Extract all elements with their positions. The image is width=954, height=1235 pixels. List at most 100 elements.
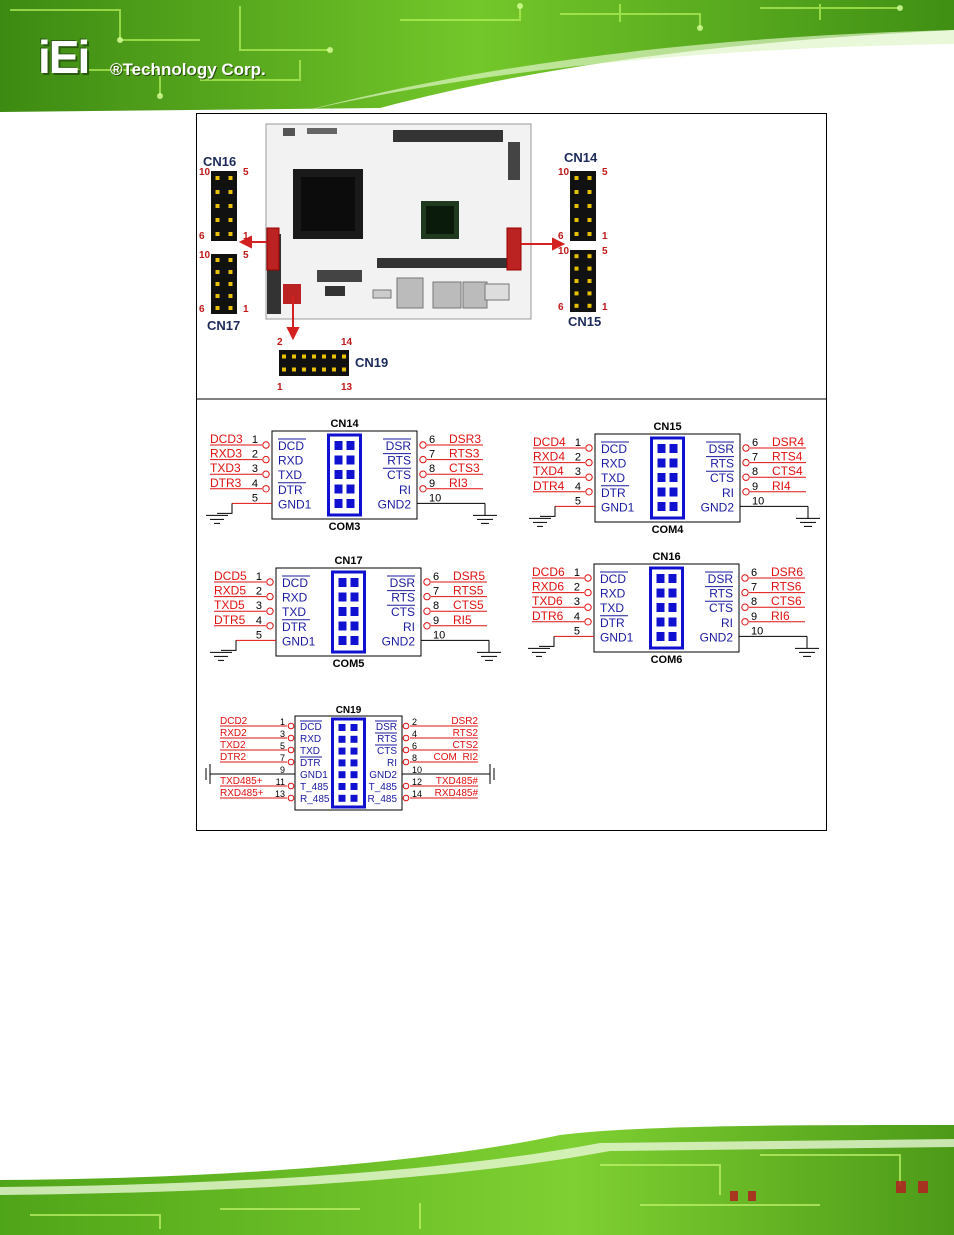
header-pin — [282, 367, 286, 372]
signal-name: TXD485# — [436, 776, 479, 787]
pin-label: DCD — [600, 572, 626, 586]
header-pin — [215, 258, 220, 262]
header-pin — [334, 484, 343, 494]
header-pin — [302, 354, 306, 359]
header-pin — [669, 458, 678, 468]
pin-number: 6 — [752, 437, 758, 449]
header-pin — [587, 232, 592, 236]
header-pin — [350, 636, 359, 645]
pin-number: 14 — [341, 337, 353, 348]
header-pin — [215, 218, 220, 222]
pin-label: GND2 — [701, 500, 735, 514]
pin-number: 3 — [252, 463, 258, 475]
pin-number: 9 — [280, 765, 285, 775]
pin-number: 4 — [575, 481, 581, 493]
signal-name: DSR2 — [451, 716, 478, 727]
pin-circle — [287, 746, 295, 754]
header-pin — [302, 367, 306, 372]
schematic-connector-name: CN17 — [334, 555, 362, 567]
header-pin — [334, 470, 343, 479]
signal-name: RI6 — [771, 609, 790, 623]
pin-number: 14 — [412, 789, 422, 799]
pin-number: 6 — [558, 302, 564, 313]
pin-label: DSR — [386, 439, 412, 453]
header-pin — [656, 617, 665, 627]
pin-number: 3 — [280, 729, 285, 739]
header-pin — [346, 484, 355, 494]
signal-name: RXD4 — [533, 450, 565, 464]
pin-circle — [402, 794, 410, 802]
header-pin — [668, 574, 677, 583]
pin-number: 5 — [602, 246, 608, 257]
header-pin — [338, 724, 346, 731]
header-pin — [282, 354, 286, 359]
pin-number: 13 — [275, 789, 285, 799]
header-pin — [350, 783, 358, 790]
signal-name: CTS2 — [452, 740, 478, 751]
pin-number: 4 — [574, 611, 580, 623]
header-pin — [228, 190, 233, 194]
pin-circle — [287, 794, 295, 802]
pin-label: T_485 — [300, 782, 329, 793]
pin-number: 10 — [429, 492, 441, 504]
header-pin — [668, 632, 677, 641]
pin-label: DSR — [390, 576, 416, 590]
header-pin — [350, 794, 358, 802]
header-pin — [228, 294, 233, 298]
header-pin — [574, 254, 579, 259]
pin-label: GND1 — [601, 500, 635, 514]
signal-name: RXD5 — [214, 584, 246, 598]
pin-label: DTR — [300, 758, 321, 769]
pin-label: GND1 — [600, 630, 634, 644]
header-pin — [292, 367, 296, 372]
pin-circle — [742, 458, 750, 467]
pin-number: 7 — [429, 449, 435, 461]
pin-label: GND2 — [382, 634, 416, 648]
pin-label: RTS — [377, 734, 397, 745]
schematic-connector-name: CN14 — [330, 418, 359, 430]
header-pin — [338, 747, 346, 755]
header-pin — [587, 176, 592, 180]
pin-circle — [402, 734, 410, 742]
pin-label: RI — [387, 758, 397, 769]
header-pin — [338, 735, 346, 743]
pin-number: 2 — [252, 449, 258, 461]
pin-label: DCD — [601, 442, 627, 456]
header-pin — [338, 636, 347, 645]
pin-circle — [741, 603, 749, 611]
pin-label: TXD — [300, 746, 320, 757]
header-pin — [574, 232, 579, 236]
header-pin — [350, 759, 358, 767]
header-body — [279, 350, 349, 376]
header-pin — [656, 574, 665, 583]
pin-label: TXD — [278, 468, 302, 482]
pin-number: 8 — [433, 600, 439, 612]
header-body — [570, 250, 596, 312]
pin-label: DCD — [282, 576, 308, 590]
signal-name: RXD2 — [220, 728, 247, 739]
signal-name: DSR6 — [771, 565, 803, 579]
signal-name: CTS5 — [453, 598, 484, 612]
pin-circle — [262, 485, 270, 493]
header-pin — [350, 735, 358, 743]
pin-label: RXD — [600, 587, 626, 601]
pin-number: 4 — [412, 729, 417, 739]
pin-label: RI — [722, 486, 734, 500]
header-pin — [656, 588, 665, 598]
board-photo — [265, 123, 532, 320]
header-pin — [215, 204, 220, 208]
header-pin — [574, 176, 579, 180]
pin-circle — [287, 782, 295, 790]
signal-name: RXD485# — [435, 788, 479, 799]
pin-label: RXD — [282, 591, 308, 605]
header-pin — [338, 783, 346, 790]
header-pin — [215, 282, 220, 286]
header-pin — [312, 354, 316, 359]
signal-name: TXD485+ — [220, 776, 263, 787]
pin-label: R_485 — [368, 794, 398, 805]
logo-mark: iEi — [38, 31, 90, 83]
